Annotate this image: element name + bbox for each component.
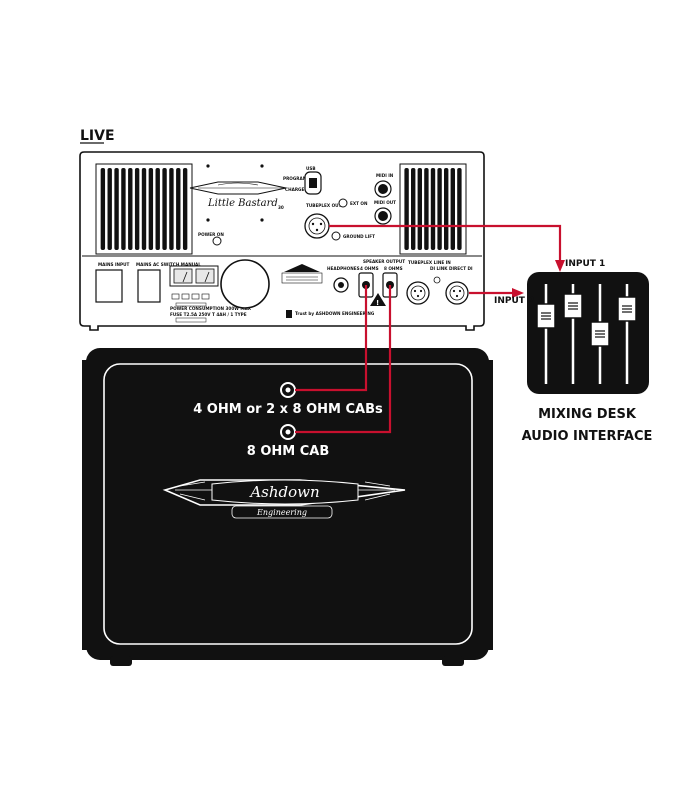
midi-in-label: MIDI IN <box>376 173 394 178</box>
speaker-cabinet: 4 OHM or 2 x 8 OHM CABs 8 OHM CAB Ashdow… <box>82 348 493 666</box>
section-label: LIVE <box>80 128 115 144</box>
cable-tubeplex-to-input1 <box>329 224 562 266</box>
cabinet-logo: Ashdown Engineering <box>162 479 406 519</box>
cert-mark <box>191 293 200 300</box>
vent-slot <box>444 168 449 250</box>
power-consumption-label: POWER CONSUMPTION 300W MAX <box>170 306 252 311</box>
amp-model-script: Little Bastard <box>207 198 278 209</box>
vent-slot <box>141 168 147 250</box>
vent-slot <box>134 168 140 250</box>
cooling-fan <box>220 259 270 309</box>
amp-brand-logo <box>189 181 287 195</box>
cabinet-foot-right <box>442 656 464 666</box>
mains-switch-label: MAINS AC SWITCH MANUAL <box>136 262 201 267</box>
vent-slot <box>100 168 106 250</box>
vent-right <box>399 163 467 255</box>
vent-slot <box>411 168 416 250</box>
vent-slot <box>417 168 422 250</box>
cert-mark <box>181 293 190 300</box>
footer-logo: Trust by ASHDOWN ENGINEERING <box>286 310 375 318</box>
amp-model-suffix: 30 <box>278 205 284 210</box>
eight-ohms-label: 8 OHMS <box>384 266 403 271</box>
vent-slot <box>430 168 436 250</box>
vent-slot <box>162 168 167 250</box>
arrow-input1 <box>555 260 565 272</box>
vent-slot <box>114 168 119 250</box>
ground-lift-label: GROUND LIFT <box>343 234 375 239</box>
vent-slot <box>107 168 112 250</box>
mixer-label-line1: MIXING DESK <box>538 407 637 422</box>
vent-slot <box>404 168 409 250</box>
headphones-label: HEADPHONES <box>327 266 360 271</box>
cab-jack-8ohm-label: 8 OHM CAB <box>247 444 329 459</box>
mains-input-label: MAINS INPUT <box>98 262 129 267</box>
certification-marks <box>171 293 210 300</box>
four-ohms-label: 4 OHMS <box>360 266 379 271</box>
ext-on-label: EXT ON <box>350 201 368 206</box>
vent-slot <box>450 168 455 250</box>
program-label: PROGRAM <box>283 176 307 181</box>
ext-on-switch[interactable] <box>338 198 348 208</box>
power-switch[interactable] <box>212 236 222 246</box>
di-link-switch[interactable] <box>433 276 441 284</box>
vent-slot <box>155 168 160 250</box>
hazard-icon <box>370 293 386 306</box>
cabinet-foot-left <box>110 656 132 666</box>
input2-label: INPUT 2 <box>494 296 534 306</box>
charge-label: CHARGE <box>285 187 304 192</box>
svg-text:!: ! <box>376 299 379 307</box>
cert-mark <box>201 293 210 300</box>
tubeplex-out-label: TUBEPLEX OUT <box>306 203 342 208</box>
vent-slot <box>457 168 462 250</box>
cabinet-logo-sub: Engineering <box>256 508 307 517</box>
mixer-label-line2: AUDIO INTERFACE <box>522 429 653 444</box>
vent-slot <box>148 168 154 250</box>
midi-out-label: MIDI OUT <box>374 200 396 205</box>
vent-left <box>95 163 193 255</box>
tubeplex-line-in-label: TUBEPLEX LINE IN <box>408 260 451 265</box>
vent-slot <box>121 168 126 250</box>
cabinet-logo-text: Ashdown <box>248 483 319 501</box>
warning-sticker <box>281 264 323 284</box>
mixing-desk: MIXING DESK AUDIO INTERFACE <box>522 272 653 444</box>
speaker-output-label: SPEAKER OUTPUT <box>363 259 405 264</box>
arrow-input2 <box>512 288 524 298</box>
cabinet-grille-border <box>103 363 473 645</box>
vent-slot <box>128 168 133 250</box>
cert-mark <box>171 293 180 300</box>
usb-label: USB <box>306 166 316 171</box>
mixer-faders <box>536 284 637 384</box>
cable-8ohm-to-cab <box>295 285 392 434</box>
vent-slot <box>182 168 188 250</box>
direct-di-label: DIRECT DI <box>449 266 473 271</box>
mains-switch[interactable] <box>137 269 161 303</box>
di-link-label: DI LINK <box>430 266 448 271</box>
mains-input-socket[interactable] <box>95 269 123 303</box>
power-on-label: POWER ON <box>198 232 224 237</box>
svg-text:Trust by ASHDOWN ENGINEERING: Trust by ASHDOWN ENGINEERING <box>295 311 375 316</box>
input1-label: INPUT 1 <box>565 259 605 269</box>
vent-slot <box>169 168 174 250</box>
vent-slot <box>176 168 181 250</box>
vent-slot <box>437 168 442 250</box>
fuse-label: FUSE T2.5A 250V T 4AH / 1 TYPE <box>170 312 247 317</box>
cable-4ohm-to-cab <box>295 285 368 392</box>
vent-slot <box>424 168 429 250</box>
amp-head: Little Bastard 30 USB PROGRAM CHARGE TUB… <box>79 151 485 331</box>
cab-jack-4ohm-label: 4 OHM or 2 x 8 OHM CABs <box>193 402 383 417</box>
ground-lift-switch[interactable] <box>331 231 341 241</box>
cables <box>295 224 565 434</box>
